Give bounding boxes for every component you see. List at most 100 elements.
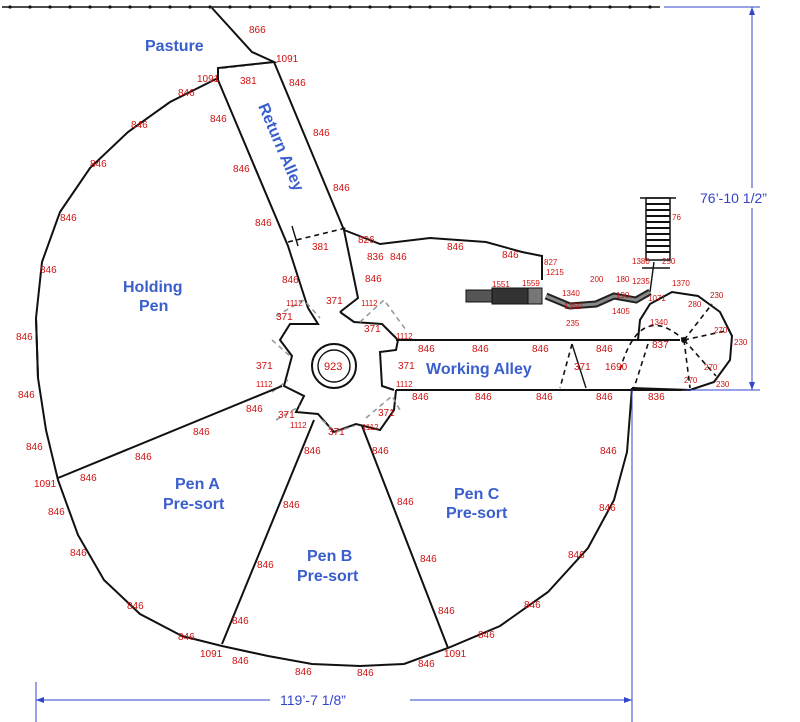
dim-846: 846 (48, 507, 65, 518)
dim-846: 846 (233, 164, 250, 175)
dim-836: 836 (367, 252, 384, 263)
dim-846: 846 (478, 630, 495, 641)
dim-1112: 1112 (396, 380, 413, 389)
dim-1112: 1112 (362, 423, 379, 432)
dim-270: 270 (684, 376, 698, 385)
dim-846: 846 (372, 446, 389, 457)
dim-846: 846 (246, 404, 263, 415)
dim-846: 846 (333, 183, 350, 194)
dim-837: 837 (652, 340, 669, 351)
dim-846: 846 (283, 500, 300, 511)
dim-846: 846 (532, 344, 549, 355)
dim-846: 846 (70, 548, 87, 559)
pen-dividers (35, 317, 449, 649)
dim-846: 846 (596, 392, 613, 403)
dim-846: 846 (524, 600, 541, 611)
pen-a-label: Pen A (175, 476, 220, 493)
dim-846: 846 (568, 550, 585, 561)
dim-190: 190 (616, 291, 630, 300)
dim-846: 846 (289, 78, 306, 89)
dim-280: 280 (688, 300, 702, 309)
dim-371: 371 (328, 427, 345, 438)
dim-846: 846 (178, 88, 195, 99)
dim-846: 846 (131, 120, 148, 131)
overall-width-label: 119’-7 1/8” (280, 692, 346, 708)
dim-371: 371 (276, 312, 293, 323)
dim-371: 371 (364, 324, 381, 335)
pasture-wall (211, 7, 278, 80)
dim-1091: 1091 (444, 649, 467, 660)
dim-846: 846 (232, 616, 249, 627)
pen-c-label: Pen C (454, 486, 500, 503)
pen-b-label-2: Pre-sort (297, 568, 359, 585)
dim-1340: 1340 (650, 318, 668, 327)
dim-846: 846 (438, 606, 455, 617)
dim-846: 846 (420, 554, 437, 565)
dim-200: 200 (590, 275, 604, 284)
dim-846: 846 (536, 392, 553, 403)
dim-846: 846 (475, 392, 492, 403)
dim-846: 846 (16, 332, 33, 343)
dim-1112: 1112 (256, 380, 273, 389)
dim-846: 846 (26, 442, 43, 453)
dim-826: 826 (358, 235, 375, 246)
dim-1112: 1112 (286, 299, 303, 308)
dim-846: 846 (357, 668, 374, 679)
dim-1071: 1071 (648, 294, 666, 303)
dim-250: 250 (662, 257, 676, 266)
dim-846: 846 (599, 503, 616, 514)
dim-371: 371 (574, 362, 591, 373)
dim-846: 846 (313, 128, 330, 139)
dim-846: 846 (472, 344, 489, 355)
dim-1350: 1350 (564, 302, 582, 311)
dim-846: 846 (412, 392, 429, 403)
dim-1370: 1370 (672, 279, 690, 288)
dim-381: 381 (312, 242, 329, 253)
dim-846: 846 (390, 252, 407, 263)
dim-846: 846 (418, 659, 435, 670)
dim-846: 846 (40, 265, 57, 276)
dim-846: 846 (282, 275, 299, 286)
dim-846: 846 (447, 242, 464, 253)
dim-846: 846 (397, 497, 414, 508)
dim-846: 846 (295, 667, 312, 678)
dim-846: 846 (178, 632, 195, 643)
dim-371: 371 (278, 410, 295, 421)
dim-1340: 1340 (562, 289, 580, 298)
dim-1235: 1235 (632, 277, 650, 286)
dim-846: 846 (135, 452, 152, 463)
dim-1690: 1690 (605, 362, 628, 373)
dim-846: 846 (502, 250, 519, 261)
dim-1559: 1559 (522, 279, 540, 288)
dim-846: 846 (127, 601, 144, 612)
dim-846: 846 (193, 427, 210, 438)
holding-pen-label-2: Pen (139, 298, 168, 315)
dim-230: 230 (734, 338, 748, 347)
dim-1112: 1112 (290, 421, 307, 430)
dim-371: 371 (256, 361, 273, 372)
dim-846: 846 (418, 344, 435, 355)
dim-1091: 1091 (197, 74, 220, 85)
dim-371: 371 (326, 296, 343, 307)
measurement-annotations: 866 1091 1091 381 846 846 846 846 846 84… (16, 25, 748, 679)
dim-846: 846 (210, 114, 227, 125)
working-alley-label: Working Alley (426, 361, 532, 378)
dim-270: 270 (704, 363, 718, 372)
return-alley-label: Return Alley (254, 101, 306, 194)
dim-1405: 1405 (612, 307, 630, 316)
pen-c-label-2: Pre-sort (446, 505, 508, 522)
property-fence (2, 5, 660, 9)
working-alley-walls (396, 339, 682, 391)
dim-846: 846 (255, 218, 272, 229)
crowd-tub (619, 290, 734, 392)
dim-846: 846 (600, 446, 617, 457)
pen-b-label: Pen B (307, 548, 352, 565)
dim-235: 235 (566, 319, 580, 328)
dim-846: 846 (596, 344, 613, 355)
dim-846: 846 (365, 274, 382, 285)
dim-846: 846 (304, 446, 321, 457)
return-alley (217, 61, 360, 313)
dim-846: 846 (80, 473, 97, 484)
holding-pen-label: Holding (123, 279, 183, 296)
